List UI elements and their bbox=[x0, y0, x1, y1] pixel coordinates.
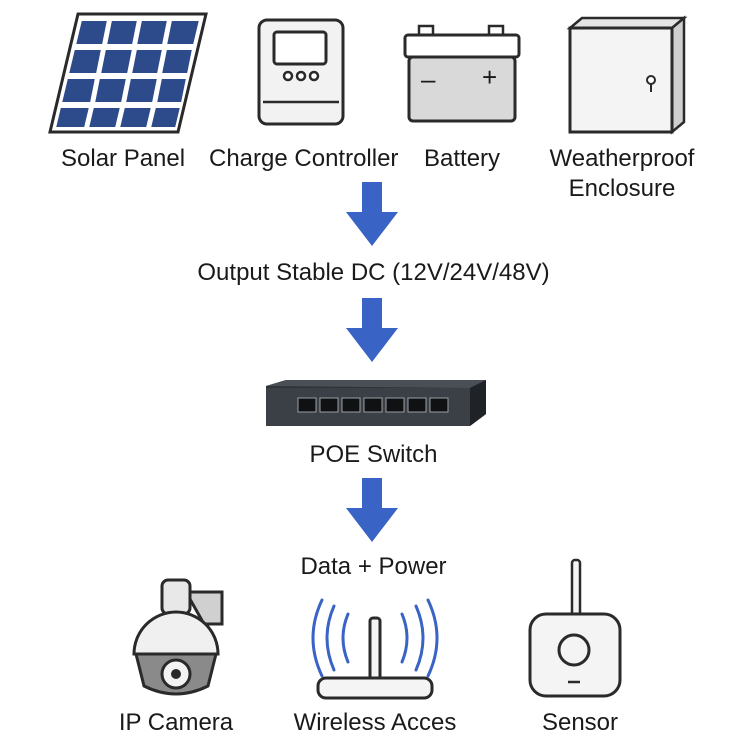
weatherproof-label: Weatherproof bbox=[549, 145, 695, 172]
battery-minus-terminal: – bbox=[421, 64, 436, 94]
down-arrow-icon bbox=[346, 298, 398, 362]
poe-switch-icon bbox=[266, 380, 486, 426]
charge-controller-label: Charge Controller bbox=[209, 145, 399, 172]
sensor-icon bbox=[528, 558, 622, 698]
down-arrow-icon bbox=[346, 478, 398, 542]
data-power-label: Data + Power bbox=[300, 553, 447, 580]
enclosure-label: Enclosure bbox=[568, 175, 676, 202]
poe-switch-label: POE Switch bbox=[309, 441, 438, 468]
battery-label: Battery bbox=[424, 145, 501, 172]
output-dc-label: Output Stable DC (12V/24V/48V) bbox=[197, 259, 550, 286]
weatherproof-enclosure-icon bbox=[566, 15, 688, 135]
solar-panel-label: Solar Panel bbox=[61, 145, 186, 172]
solar-panel-icon bbox=[48, 12, 208, 134]
sensor-label: Sensor bbox=[541, 709, 619, 736]
battery-icon bbox=[403, 24, 521, 123]
ip-camera-label: IP Camera bbox=[118, 709, 234, 736]
battery-plus-terminal: + bbox=[482, 62, 498, 92]
wireless-access-label: Wireless Acces bbox=[293, 709, 457, 736]
charge-controller-icon bbox=[257, 18, 345, 126]
ip-camera-icon bbox=[132, 578, 224, 696]
wireless-access-point-icon bbox=[311, 598, 439, 700]
down-arrow-icon bbox=[346, 182, 398, 246]
